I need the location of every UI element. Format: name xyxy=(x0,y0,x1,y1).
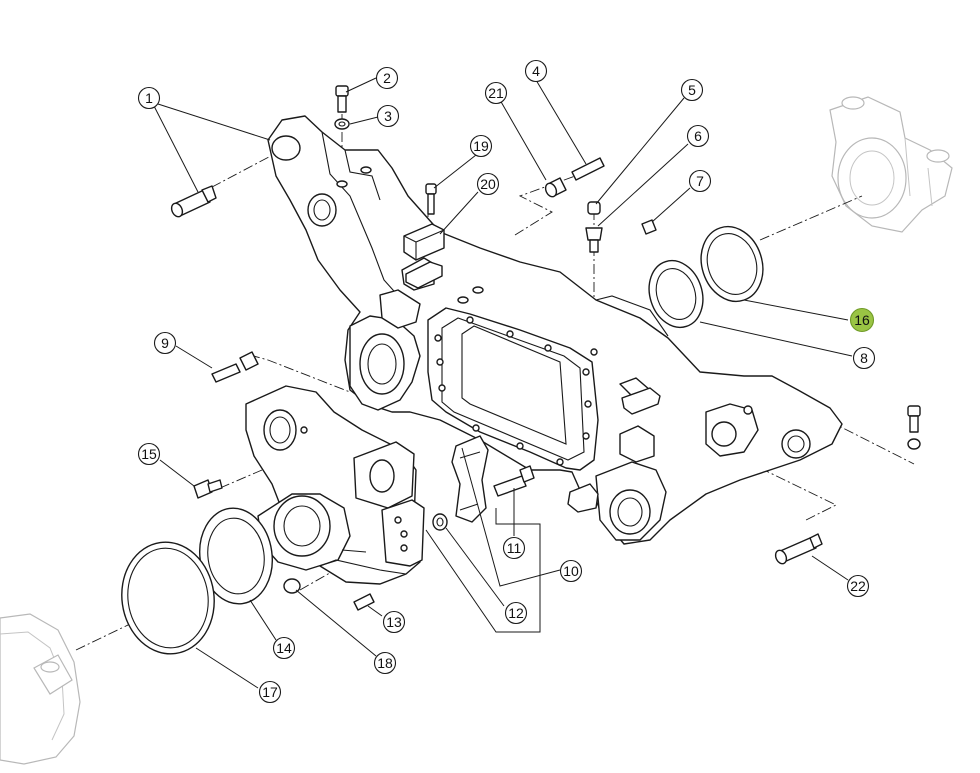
cap-5 xyxy=(587,201,601,215)
callout-20: 20 xyxy=(476,172,500,196)
callout-10: 10 xyxy=(559,559,583,583)
callout-2: 2 xyxy=(375,66,399,90)
callout-label-18: 18 xyxy=(377,655,393,671)
callout-label-11: 11 xyxy=(507,540,522,556)
callout-13: 13 xyxy=(382,610,406,634)
plug-7 xyxy=(641,219,657,235)
seal-ring-14 xyxy=(199,507,273,605)
bolt-11 xyxy=(493,465,535,497)
callout-18: 18 xyxy=(373,651,397,675)
callout-label-4: 4 xyxy=(532,63,540,79)
callout-label-21: 21 xyxy=(488,85,504,101)
seal-ring-8 xyxy=(648,259,704,329)
stud-4 xyxy=(571,157,605,181)
final-drive-housing xyxy=(245,385,425,585)
callout-1: 1 xyxy=(137,86,161,110)
callout-16: 16 xyxy=(849,307,875,333)
callout-label-17: 17 xyxy=(262,684,278,700)
callout-22: 22 xyxy=(846,574,870,598)
callout-21: 21 xyxy=(484,81,508,105)
callout-14: 14 xyxy=(272,636,296,660)
pin-13 xyxy=(353,593,375,611)
callout-label-20: 20 xyxy=(480,176,496,192)
callout-label-12: 12 xyxy=(508,605,524,621)
seal-ring-16 xyxy=(700,225,764,303)
callout-4: 4 xyxy=(524,59,548,83)
callout-8: 8 xyxy=(852,346,876,370)
axle-housing xyxy=(267,115,843,545)
fitting-6 xyxy=(585,227,603,253)
callout-11: 11 xyxy=(502,536,526,560)
callout-label-7: 7 xyxy=(696,173,704,189)
washer-3 xyxy=(334,118,350,130)
bush-21 xyxy=(544,177,567,198)
callout-19: 19 xyxy=(469,134,493,158)
callout-label-2: 2 xyxy=(383,70,391,86)
bolt-2 xyxy=(335,85,349,113)
bolt-15 xyxy=(193,479,223,499)
callout-7: 7 xyxy=(688,169,712,193)
ghost-housing-bottom-left xyxy=(0,613,81,765)
callout-3: 3 xyxy=(376,104,400,128)
callout-label-1: 1 xyxy=(145,90,153,106)
callout-label-14: 14 xyxy=(276,640,292,656)
bush-12 xyxy=(432,513,448,531)
callout-label-19: 19 xyxy=(473,138,489,154)
clamp-10 xyxy=(451,435,489,523)
pin-1 xyxy=(170,185,217,218)
bolt-19 xyxy=(425,183,437,215)
callout-label-13: 13 xyxy=(386,614,402,630)
leader-lines xyxy=(153,77,853,689)
pin-22 xyxy=(774,533,823,565)
callout-label-3: 3 xyxy=(384,108,392,124)
callout-label-8: 8 xyxy=(860,350,868,366)
seal-ring-17 xyxy=(121,541,215,655)
callout-9: 9 xyxy=(153,331,177,355)
callout-5: 5 xyxy=(680,78,704,102)
callout-label-9: 9 xyxy=(161,335,169,351)
bolt-9 xyxy=(211,351,259,383)
callout-label-6: 6 xyxy=(694,128,702,144)
callout-17: 17 xyxy=(258,680,282,704)
callout-12: 12 xyxy=(504,601,528,625)
callout-label-15: 15 xyxy=(141,446,157,462)
callout-label-5: 5 xyxy=(688,82,696,98)
callout-15: 15 xyxy=(137,442,161,466)
callout-label-10: 10 xyxy=(563,563,579,579)
callout-6: 6 xyxy=(686,124,710,148)
bolt-right xyxy=(907,405,921,450)
callout-label-16: 16 xyxy=(854,312,870,328)
plug-18 xyxy=(283,578,301,594)
block-20 xyxy=(403,223,445,289)
callout-label-22: 22 xyxy=(850,578,866,594)
ghost-bracket-top-right xyxy=(829,96,953,233)
